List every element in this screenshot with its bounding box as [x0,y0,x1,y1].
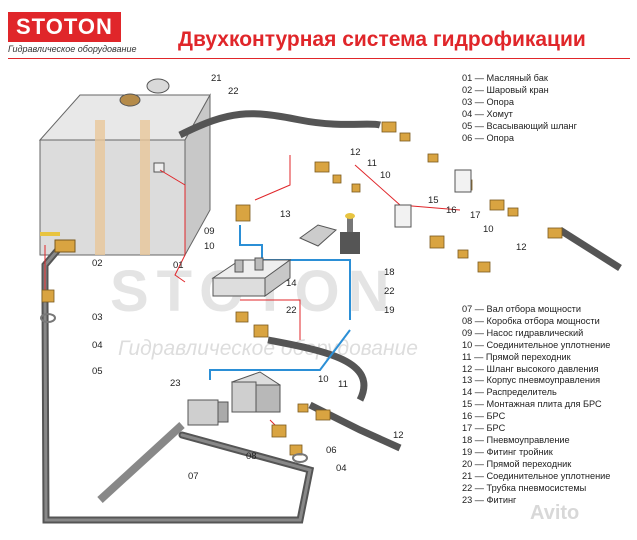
callout-11b: 11 [338,379,348,390]
title-divider [8,58,630,59]
pto-shaft [97,422,185,503]
mounting-plate-2 [454,169,472,193]
legend-item: 17 — БРС [462,423,506,434]
legend-item: 12 — Шланг высокого давления [462,363,599,374]
watermark-subtitle: Гидравлическое оборудование [118,337,418,360]
callout-14: 14 [286,278,297,289]
legend-item: 07 — Вал отбора мощности [462,304,582,314]
legend-item: 13 — Корпус пневмоуправления [462,375,601,386]
legend-item: 14 — Распределитель [462,387,557,398]
page-title: Двухконтурная система гидрофикации [178,28,586,51]
ball-valve [40,232,76,253]
clamp-04b [292,453,308,463]
legend-item: 02 — Шаровый кран [462,84,549,95]
callout-12a: 12 [350,147,361,158]
legend-item: 15 — Монтажная плита для БРС [462,399,602,410]
legend-item: 18 — Пневмоуправление [462,434,570,445]
pressure-hose-right [558,227,622,271]
callout-04a: 04 [92,340,103,351]
oil-tank [38,78,211,257]
brand-logo: STOTON Гидравлическое оборудование [8,12,163,54]
callout-16: 16 [446,205,457,216]
legend-item: 23 — Фитинг [462,494,517,505]
legend-item: 22 — Трубка пневмосистемы [462,482,587,493]
callout-02: 02 [92,258,103,269]
callout-09: 09 [204,226,215,237]
legend-item: 09 — Насос гидравлический [462,327,584,338]
logo-text: STOTON [8,12,121,42]
pressure-hose-top [178,110,382,139]
callout-07: 07 [188,471,199,482]
callout-06: 06 [326,445,337,456]
legend-item: 06 — Опора [462,132,514,143]
clamp-04 [40,313,56,323]
avito-watermark: Avito [530,502,580,524]
callout-12c: 12 [393,430,404,441]
legend-bottom: 07 — Вал отбора мощности 08 — Коробка от… [462,304,610,506]
callout-19: 19 [384,305,395,316]
legend-item: 08 — Коробка отбора мощности [462,315,600,326]
callout-10b: 10 [483,224,494,235]
legend-item: 01 — Масляный бак [462,73,548,83]
callout-17: 17 [470,210,481,221]
callout-15: 15 [428,195,439,206]
callout-08: 08 [246,451,257,462]
callout-10d: 10 [318,374,329,385]
callout-01: 01 [173,260,184,271]
callout-22a: 22 [228,86,239,97]
callout-22b: 22 [384,286,395,297]
legend-item: 03 — Опора [462,96,514,107]
legend-item: 11 — Прямой переходник [462,351,571,362]
pneumatic-housing [299,224,338,247]
logo-subtitle: Гидравлическое оборудование [8,44,137,54]
legend-item: 10 — Соединительное уплотнение [462,339,611,350]
callout-04b: 04 [336,463,347,474]
callout-10a: 10 [380,170,391,181]
pto-box [187,399,229,426]
legend-item: 16 — БРС [462,411,506,422]
callout-12b: 12 [516,242,527,253]
pressure-hose-mid [267,336,368,402]
callout-03: 03 [92,312,103,323]
callout-13: 13 [280,209,291,220]
legend-top: 01 — Масляный бак 02 — Шаровый кран 03 —… [462,73,577,144]
callout-11a: 11 [367,158,377,169]
callout-18: 18 [384,267,395,278]
legend-item: 20 — Прямой переходник [462,458,572,469]
distributor [211,257,292,297]
legend-item: 21 — Соединительное уплотнение [462,470,611,481]
legend-item: 05 — Всасывающий шланг [462,120,577,131]
callout-23: 23 [170,378,181,389]
callout-05: 05 [92,366,103,377]
callout-10c: 10 [204,241,215,252]
callout-22c: 22 [286,305,297,316]
callout-21: 21 [211,73,222,84]
mounting-plate-1 [394,204,412,228]
pneumatic-control [340,213,360,254]
pump [230,371,281,413]
legend-item: 19 — Фитинг тройник [462,446,553,457]
legend-item: 04 — Хомут [462,108,513,119]
